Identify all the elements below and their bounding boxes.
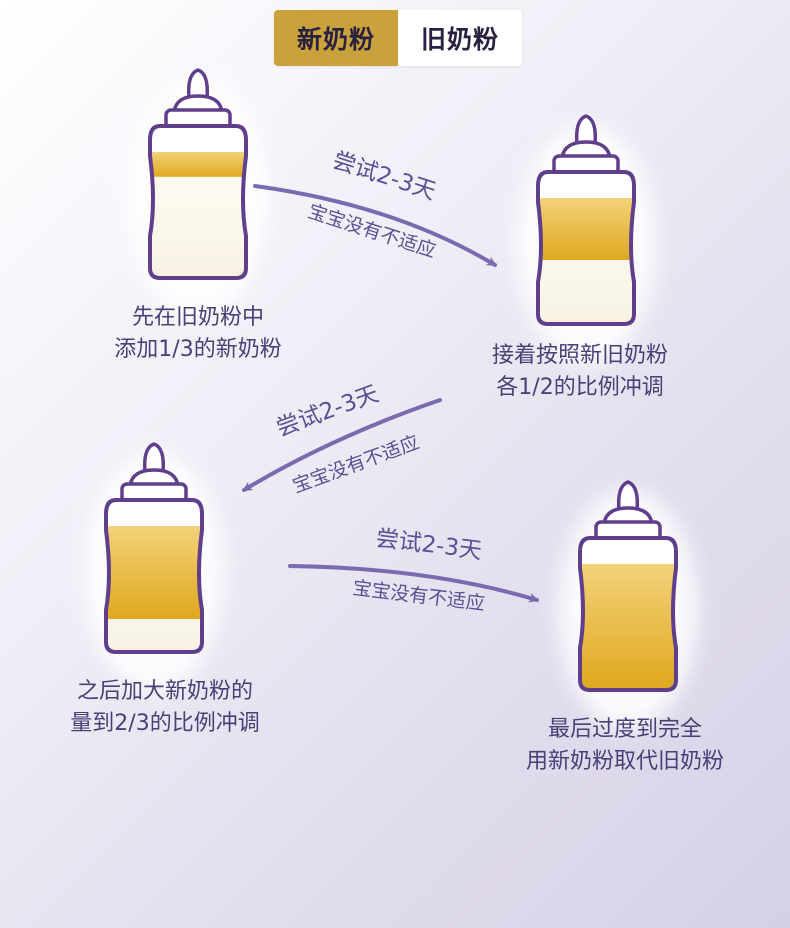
arrow-step-3-to-4: 尝试2-3天 宝宝没有不适应 xyxy=(288,526,539,615)
bottle-contents xyxy=(106,500,202,652)
legend-new-formula: 新奶粉 xyxy=(274,10,398,66)
bottle-nipple xyxy=(186,68,210,100)
bottle-nipple-base xyxy=(172,94,224,114)
caption-step-2: 接着按照新旧奶粉 各1/2的比例冲调 xyxy=(460,340,700,404)
bottle-nipple-base xyxy=(602,506,654,526)
arrow-line xyxy=(253,184,497,267)
bottle-step-3 xyxy=(84,442,224,692)
bottle-nipple xyxy=(616,480,640,512)
arrow-top-label: 尝试2-3天 xyxy=(329,148,438,206)
bottle-contents xyxy=(580,538,676,690)
caption-line: 用新奶粉取代旧奶粉 xyxy=(525,749,724,774)
caption-step-1: 先在旧奶粉中 添加1/3的新奶粉 xyxy=(88,302,308,366)
caption-step-3: 之后加大新奶粉的 量到2/3的比例冲调 xyxy=(40,676,290,740)
bottle-contents xyxy=(538,172,634,324)
bottle-nipple-base xyxy=(128,468,180,488)
new-formula-layer xyxy=(106,526,202,619)
caption-line: 量到2/3的比例冲调 xyxy=(70,711,260,736)
arrow-top-label: 尝试2-3天 xyxy=(273,381,382,442)
bottle-nipple-base xyxy=(560,140,612,160)
bottle-contents xyxy=(150,126,246,278)
bottle-step-1 xyxy=(128,68,268,318)
bottle-outline xyxy=(104,498,204,654)
arrow-step-1-to-2: 尝试2-3天 宝宝没有不适应 xyxy=(253,148,497,267)
arrow-line xyxy=(242,398,442,492)
bottle-nipple xyxy=(574,114,598,146)
bottle-outline xyxy=(578,536,678,692)
bottle-step-4 xyxy=(558,480,698,730)
caption-line: 接着按照新旧奶粉 xyxy=(491,343,668,368)
new-formula-layer xyxy=(580,564,676,688)
caption-line: 之后加大新奶粉的 xyxy=(76,679,253,704)
caption-line: 先在旧奶粉中 xyxy=(131,305,264,330)
bottle-nipple xyxy=(142,442,166,474)
caption-step-4: 最后过度到完全 用新奶粉取代旧奶粉 xyxy=(490,714,760,778)
legend-old-formula: 旧奶粉 xyxy=(398,10,522,66)
legend: 新奶粉 旧奶粉 xyxy=(274,10,522,66)
arrow-line xyxy=(288,564,539,603)
arrow-top-label: 尝试2-3天 xyxy=(374,526,483,565)
arrow-bottom-label: 宝宝没有不适应 xyxy=(290,431,423,497)
new-formula-layer xyxy=(150,152,246,177)
caption-line: 添加1/3的新奶粉 xyxy=(114,337,282,362)
caption-line: 各1/2的比例冲调 xyxy=(496,375,664,400)
arrow-step-2-to-3: 尝试2-3天 宝宝没有不适应 xyxy=(242,381,442,497)
caption-line: 最后过度到完全 xyxy=(547,717,702,742)
bottle-outline xyxy=(536,170,636,326)
new-formula-layer xyxy=(538,198,634,260)
bottle-outline xyxy=(148,124,248,280)
bottle-step-2 xyxy=(516,114,656,364)
